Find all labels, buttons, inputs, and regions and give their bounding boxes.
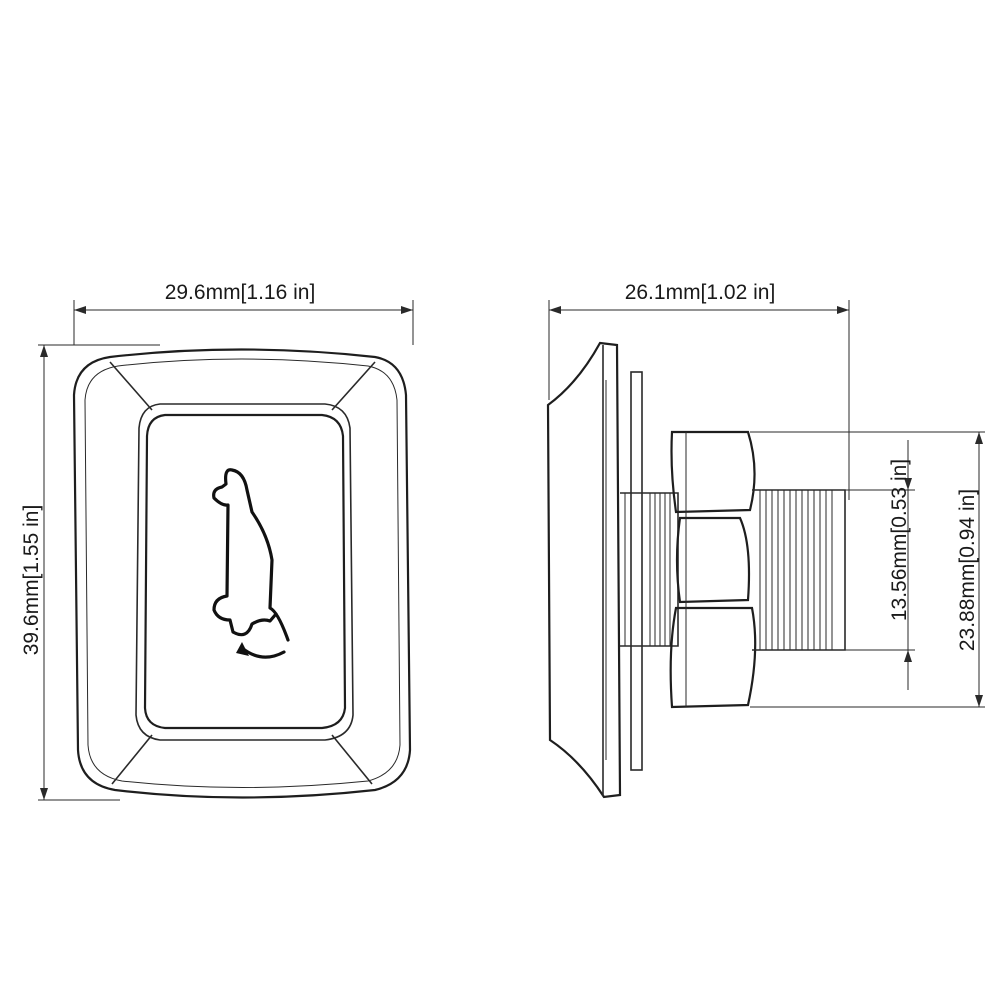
thread-diameter-label: 13.56mm[0.53 in] <box>888 459 911 621</box>
front-width-label: 29.6mm[1.16 in] <box>165 281 316 304</box>
thread-lines-left <box>624 493 671 646</box>
front-height-label: 39.6mm[1.55 in] <box>20 505 43 656</box>
side-depth-label: 26.1mm[1.02 in] <box>625 281 776 304</box>
nut-width-label: 23.88mm[0.94 in] <box>956 489 979 651</box>
front-height-dimension: 39.6mm[1.55 in] <box>20 344 160 801</box>
car-hood-open-icon <box>212 468 290 659</box>
front-inner-frame <box>135 403 354 741</box>
side-depth-dimension: 26.1mm[1.02 in] <box>548 281 850 500</box>
side-thread-right <box>752 489 846 651</box>
front-width-dimension: 29.6mm[1.16 in] <box>73 281 414 345</box>
side-view: 26.1mm[1.02 in] <box>546 281 985 799</box>
thread-diameter-dimension: 13.56mm[0.53 in] <box>845 440 915 690</box>
front-bezel-outer <box>72 348 412 799</box>
side-gasket <box>630 371 643 771</box>
side-hex-nut <box>669 430 757 709</box>
side-thread-left <box>620 492 679 647</box>
side-bezel <box>546 341 622 799</box>
nut-width-dimension: 23.88mm[0.94 in] <box>750 431 985 708</box>
front-button-face <box>143 413 347 730</box>
front-view: 29.6mm[1.16 in] 39.6mm[1.55 in] <box>20 281 414 801</box>
thread-lines-right <box>759 490 833 650</box>
